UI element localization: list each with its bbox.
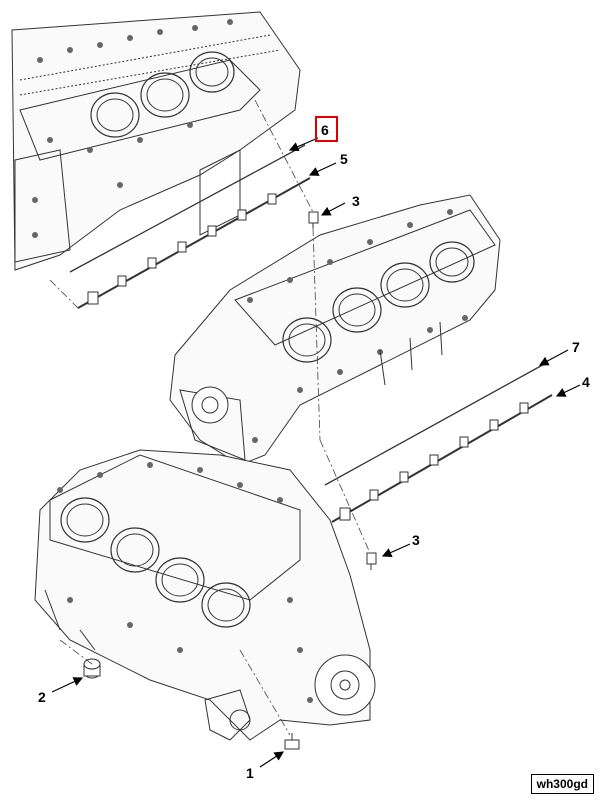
part-2-plug <box>83 658 101 679</box>
callout-3-upper: 3 <box>352 193 360 209</box>
flywheel <box>314 654 376 716</box>
part-3-fitting-upper <box>308 211 319 228</box>
cylinder-bore <box>429 241 475 283</box>
engine-block-middle <box>169 194 501 466</box>
cylinder-bore <box>110 527 160 573</box>
callout-1: 1 <box>246 765 254 781</box>
callout-7: 7 <box>572 339 580 355</box>
engine-block-lower <box>34 449 376 741</box>
part-5-harness <box>77 177 311 309</box>
cylinder-bore <box>60 497 110 543</box>
callout-4: 4 <box>582 374 590 390</box>
reference-code-label: wh300gd <box>530 774 594 794</box>
cylinder-bore <box>332 287 382 333</box>
callout-6-highlight <box>315 116 338 142</box>
callout-5: 5 <box>340 151 348 167</box>
callout-leaders <box>51 137 581 768</box>
cylinder-bore <box>155 557 205 603</box>
cylinder-bore <box>140 72 190 118</box>
callout-6: 6 <box>321 122 329 138</box>
part-3-fitting-lower <box>366 552 377 570</box>
cylinder-bore <box>282 317 332 363</box>
engine-block-top <box>11 11 301 271</box>
cylinder-bore <box>380 262 430 308</box>
pulley <box>191 386 229 424</box>
part-1-sensor <box>284 733 300 750</box>
callout-3-lower: 3 <box>412 532 420 548</box>
cylinder-bore <box>189 51 235 93</box>
part-4-harness <box>331 394 553 523</box>
cylinder-bore <box>201 582 251 628</box>
assembly-lines <box>49 99 371 736</box>
callout-2: 2 <box>38 689 46 705</box>
cylinder-bore <box>90 92 140 138</box>
part-7-rod <box>324 361 549 486</box>
part-6-rod <box>69 144 306 273</box>
